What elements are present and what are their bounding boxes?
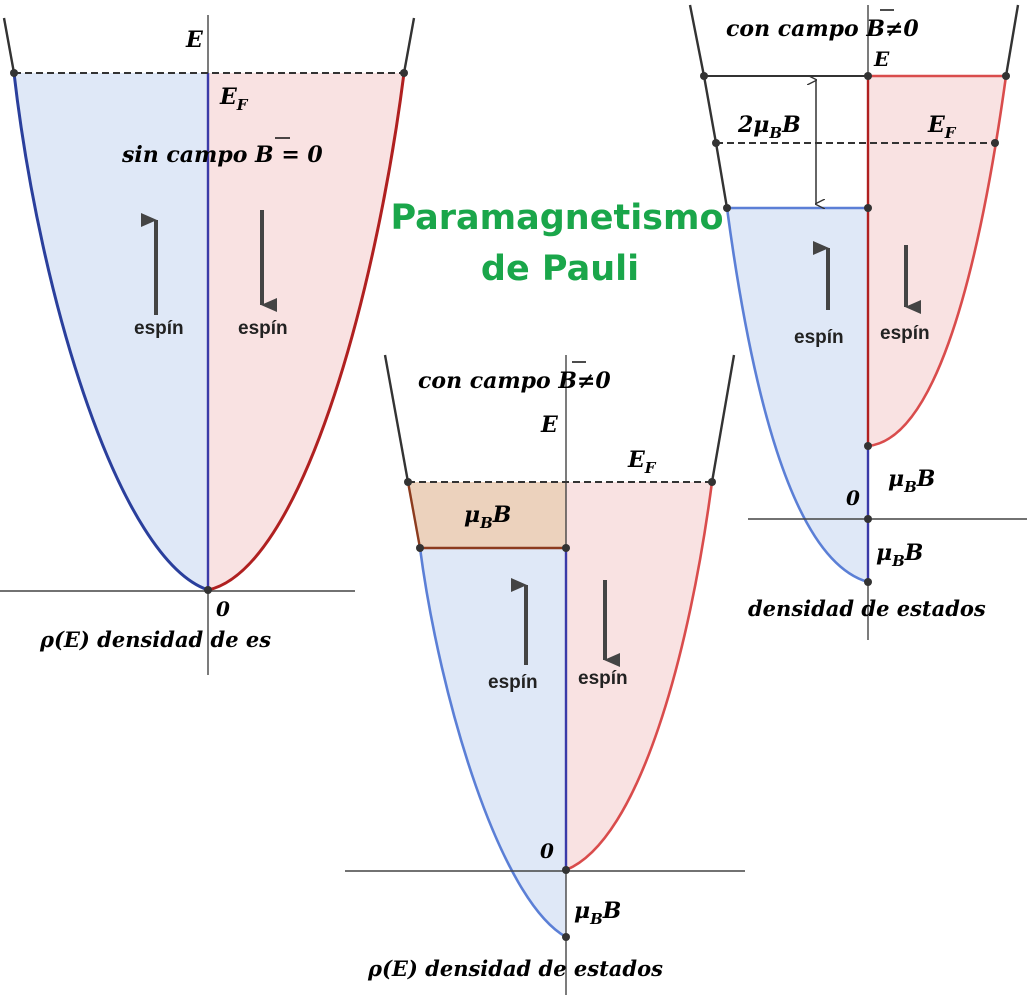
spin-down-dos-curve bbox=[867, 75, 1008, 448]
shift-label-upper: μBB bbox=[888, 466, 935, 496]
x-axis-label: ρ(E) densidad de estados bbox=[367, 956, 663, 981]
dos-upper-left bbox=[688, 4, 729, 209]
field-label: con campo B≠0 bbox=[726, 16, 919, 42]
energy-axis-label: E bbox=[185, 27, 204, 53]
dos-upper-right bbox=[710, 354, 736, 483]
spin-up-region bbox=[14, 73, 208, 590]
point bbox=[1002, 72, 1010, 80]
shift-label-lower: μBB bbox=[876, 540, 923, 570]
field-label: con campo B≠0 bbox=[418, 368, 611, 394]
point bbox=[700, 72, 708, 80]
dos-upper-right bbox=[1004, 4, 1020, 77]
spin-up-label: espín bbox=[134, 318, 184, 339]
spin-up-dos-curve bbox=[418, 547, 567, 939]
fermi-point-left bbox=[10, 69, 18, 77]
spin-up-dos-curve bbox=[725, 207, 869, 584]
point bbox=[404, 478, 412, 486]
spin-down-region bbox=[566, 482, 712, 870]
point bbox=[708, 478, 716, 486]
origin-label: 0 bbox=[846, 486, 860, 510]
point bbox=[864, 578, 872, 586]
spin-up-region bbox=[727, 208, 868, 582]
spin-down-dos-curve bbox=[207, 72, 406, 592]
point bbox=[562, 866, 570, 874]
bottom-shift-label: μBB bbox=[574, 898, 621, 928]
spin-down-region bbox=[208, 73, 404, 590]
origin-label: 0 bbox=[216, 597, 230, 621]
point bbox=[864, 72, 872, 80]
origin-point bbox=[204, 586, 212, 594]
spin-down-label: espín bbox=[238, 318, 288, 339]
point bbox=[416, 544, 424, 552]
spin-up-region bbox=[420, 548, 566, 937]
point bbox=[991, 139, 999, 147]
point bbox=[723, 204, 731, 212]
panel-field-split: con campo B≠0 E 2μBB EF espín espín μBB … bbox=[688, 4, 1027, 640]
point bbox=[712, 139, 720, 147]
energy-axis-label: E bbox=[540, 412, 559, 438]
dos-upper-left bbox=[383, 354, 410, 483]
spin-up-label: espín bbox=[488, 672, 538, 693]
spin-down-label: espín bbox=[578, 668, 628, 689]
point bbox=[562, 544, 570, 552]
spin-up-label: espín bbox=[794, 327, 844, 348]
energy-axis-label: E bbox=[873, 47, 890, 71]
dos-upper-left bbox=[2, 17, 16, 74]
title-line-2: de Pauli bbox=[481, 249, 639, 289]
spin-down-dos-curve bbox=[565, 481, 714, 872]
origin-label: 0 bbox=[540, 839, 554, 863]
panel-field-shift: con campo B≠0 E EF μBB espín espín 0 μBB… bbox=[345, 354, 745, 995]
shift-left-edge bbox=[406, 481, 422, 549]
title-line-1: Paramagnetismo bbox=[390, 198, 723, 238]
shift-region bbox=[408, 482, 566, 548]
panel-no-field: E EF sin campo B = 0 espín espín 0 ρ(E) … bbox=[0, 15, 416, 675]
dos-upper-right bbox=[402, 17, 416, 74]
field-label: sin campo B = 0 bbox=[121, 142, 323, 168]
x-axis-label: densidad de estados bbox=[748, 596, 986, 621]
spin-down-region bbox=[868, 76, 1006, 446]
splitting-label: 2μBB bbox=[737, 112, 801, 142]
point bbox=[864, 204, 872, 212]
fermi-label: EF bbox=[627, 447, 657, 477]
point bbox=[562, 933, 570, 941]
spin-down-label: espín bbox=[880, 323, 930, 344]
x-axis-label: ρ(E) densidad de es bbox=[39, 627, 271, 652]
point bbox=[864, 515, 872, 523]
point bbox=[864, 442, 872, 450]
spin-up-dos-curve bbox=[12, 72, 209, 592]
fermi-point-right bbox=[400, 69, 408, 77]
